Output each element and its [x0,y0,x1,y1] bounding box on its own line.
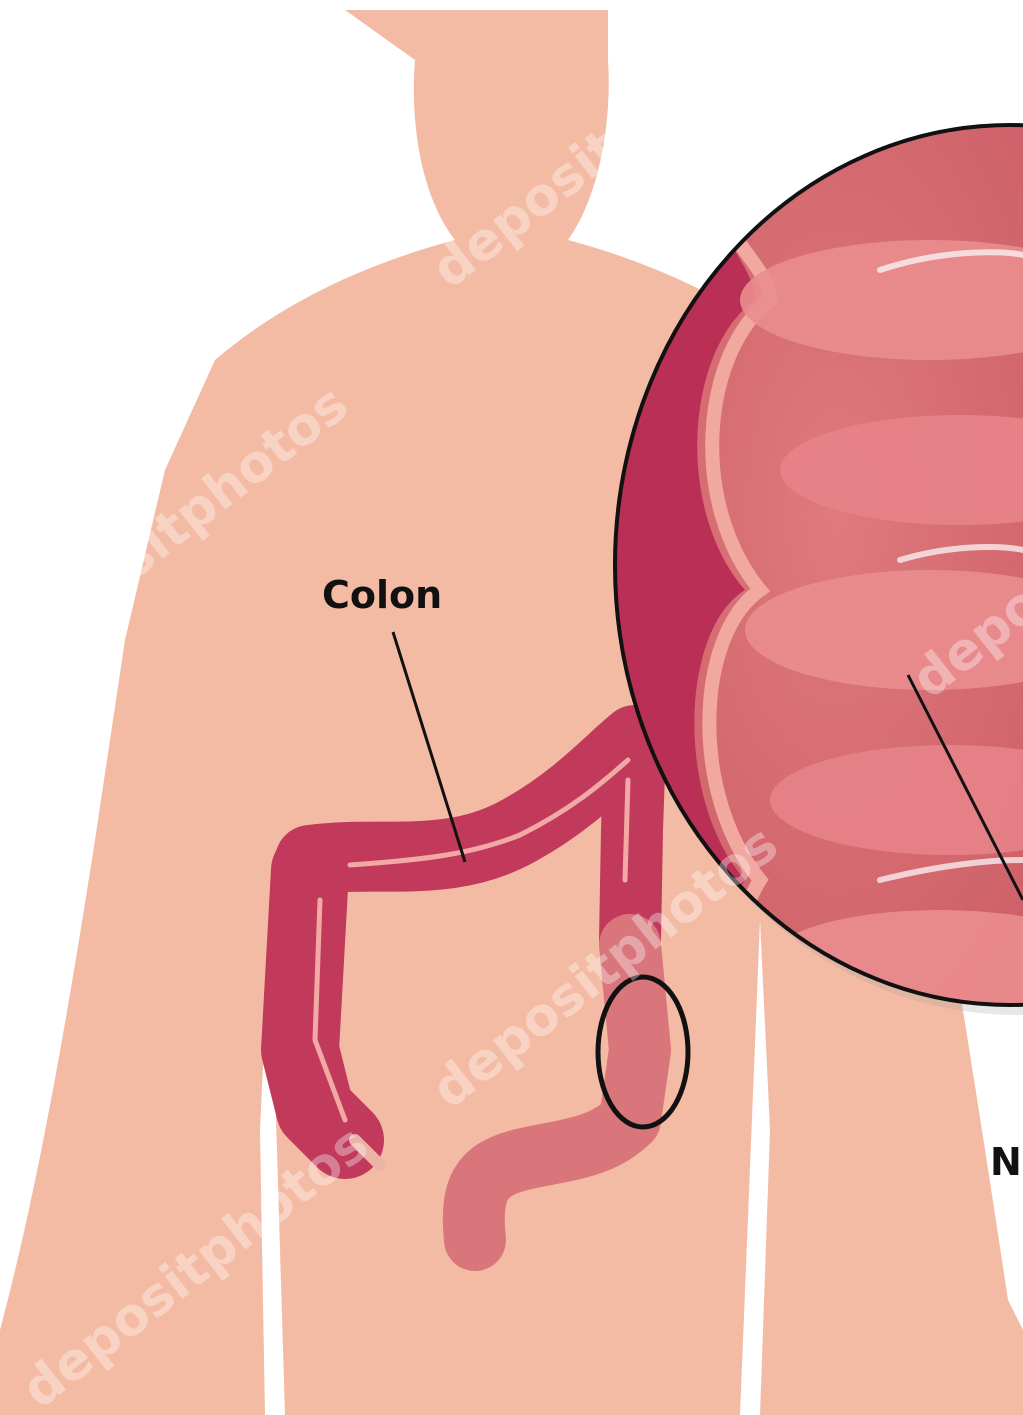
callout-label-partial: N [990,1140,1022,1184]
colon-label: Colon [322,573,442,617]
